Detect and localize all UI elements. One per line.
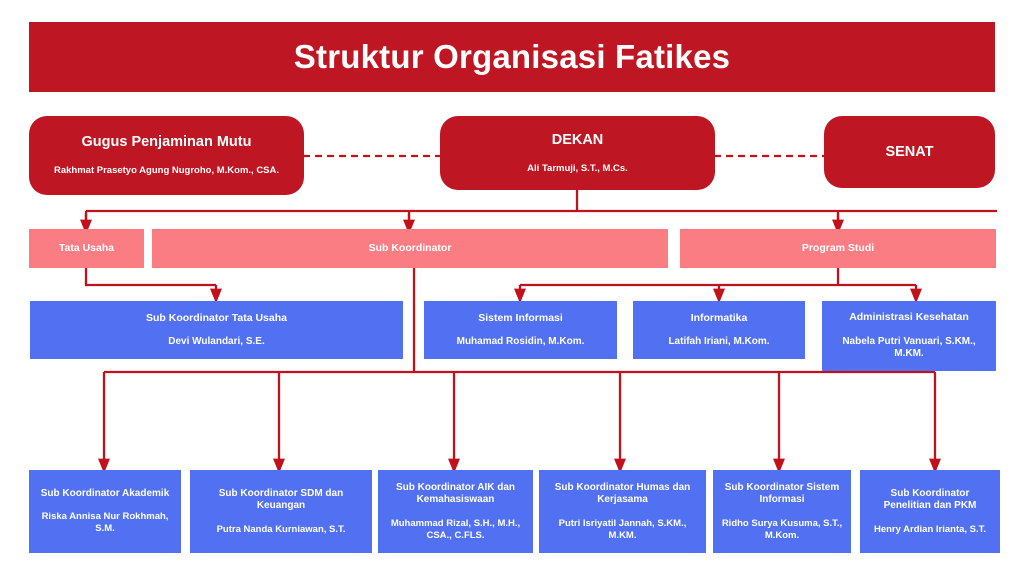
node-sub-koordinator-humas-dan-kerjasama[interactable]: Sub Koordinator Humas dan Kerjasama Putr…	[539, 470, 706, 553]
node-role: Sub Koordinator AIK dan Kemahasiswaan	[395, 481, 516, 506]
node-sub-koordinator-penelitian-dan-pkm[interactable]: Sub Koordinator Penelitian dan PKM Henry…	[860, 470, 1000, 553]
node-role: Informatika	[690, 311, 748, 324]
node-administrasi-kesehatan[interactable]: Administrasi Kesehatan Nabela Putri Vanu…	[822, 301, 996, 371]
node-person: Muhamad Rosidin, M.Kom.	[456, 335, 585, 347]
node-person: Putri Isriyatil Jannah, S.KM., M.KM.	[558, 517, 687, 541]
node-role: Sub Koordinator Humas dan Kerjasama	[554, 481, 691, 506]
node-person: Devi Wulandari, S.E.	[168, 335, 265, 347]
node-role: Sub Koordinator Akademik	[40, 487, 170, 499]
page-title: Struktur Organisasi Fatikes	[293, 37, 731, 75]
node-person: Henry Ardian Irianta, S.T.	[873, 523, 987, 535]
node-sub-koordinator-tata-usaha[interactable]: Sub Koordinator Tata Usaha Devi Wulandar…	[30, 301, 403, 359]
node-senat[interactable]: SENAT	[824, 116, 995, 188]
node-person: Ridho Surya Kusuma, S.T., M.Kom.	[721, 517, 843, 541]
node-person: Muhammad Rizal, S.H., M.H., CSA., C.FLS.	[390, 517, 521, 541]
node-tata-usaha[interactable]: Tata Usaha	[29, 229, 144, 268]
node-sub-koordinator-sdm-dan-keuangan[interactable]: Sub Koordinator SDM dan Keuangan Putra N…	[190, 470, 372, 553]
node-role: SENAT	[885, 143, 934, 160]
node-sub-koordinator-sistem-informasi[interactable]: Sub Koordinator Sistem Informasi Ridho S…	[713, 470, 851, 553]
node-person: Ali Tarmuji, S.T., M.Cs.	[527, 162, 628, 174]
node-role: Sub Koordinator SDM dan Keuangan	[218, 487, 344, 512]
node-sistem-informasi[interactable]: Sistem Informasi Muhamad Rosidin, M.Kom.	[424, 301, 617, 359]
node-person: Nabela Putri Vanuari, S.KM., M.KM.	[842, 335, 976, 360]
link-tata-usaha-down	[84, 268, 216, 287]
node-label: Program Studi	[801, 242, 875, 255]
node-sub-koordinator-akademik[interactable]: Sub Koordinator Akademik Riska Annisa Nu…	[29, 470, 181, 553]
node-person: Latifah Iriani, M.Kom.	[668, 335, 770, 347]
node-role: Sub Koordinator Sistem Informasi	[724, 481, 840, 506]
node-informatika[interactable]: Informatika Latifah Iriani, M.Kom.	[633, 301, 805, 359]
node-role: Gugus Penjaminan Mutu	[81, 134, 252, 151]
node-label: Sub Koordinator	[368, 242, 452, 255]
node-person: Putra Nanda Kurniawan, S.T.	[216, 523, 346, 535]
node-person: Riska Annisa Nur Rokhmah, S.M.	[41, 511, 169, 535]
node-dekan[interactable]: DEKAN Ali Tarmuji, S.T., M.Cs.	[440, 116, 715, 190]
node-label: Tata Usaha	[58, 242, 115, 255]
node-role: Sistem Informasi	[478, 311, 563, 324]
node-person: Rakhmat Prasetyo Agung Nugroho, M.Kom., …	[53, 165, 280, 177]
node-role: Sub Koordinator Penelitian dan PKM	[883, 487, 977, 512]
node-role: Administrasi Kesehatan	[849, 311, 969, 324]
node-sub-koordinator[interactable]: Sub Koordinator	[152, 229, 668, 268]
node-sub-koordinator-aik-dan-kemahasiswaan[interactable]: Sub Koordinator AIK dan Kemahasiswaan Mu…	[378, 470, 533, 553]
page-title-banner: Struktur Organisasi Fatikes	[29, 22, 995, 92]
node-program-studi[interactable]: Program Studi	[680, 229, 996, 268]
node-role: Sub Koordinator Tata Usaha	[146, 311, 287, 324]
node-role: DEKAN	[551, 131, 604, 148]
node-gugus-penjaminan-mutu[interactable]: Gugus Penjaminan Mutu Rakhmat Prasetyo A…	[29, 116, 304, 195]
